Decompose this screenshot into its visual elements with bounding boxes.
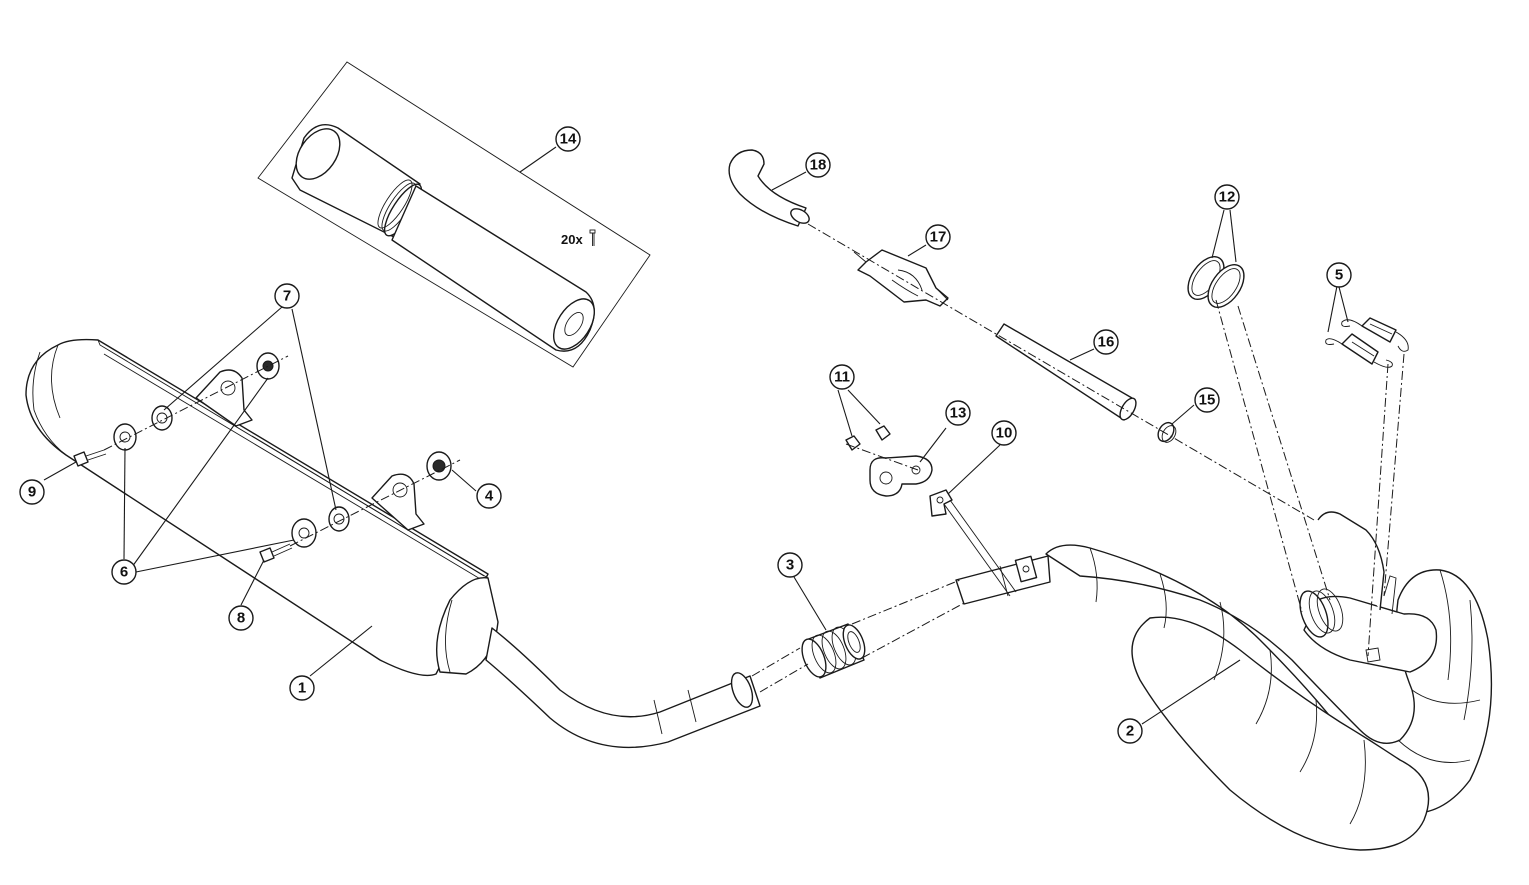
holder-and-nuts — [845, 425, 933, 497]
assembly-center-lines — [751, 223, 1405, 693]
rivet-quantity-note: 20x — [561, 232, 583, 247]
callout-6: 6 — [111, 559, 137, 585]
callout-12: 12 — [1214, 184, 1240, 210]
callout-label: 11 — [834, 369, 850, 386]
tube — [995, 323, 1137, 421]
callout-label: 17 — [930, 229, 947, 246]
bracket — [929, 489, 1017, 597]
rivet-icon — [589, 229, 596, 246]
callout-label: 14 — [560, 131, 577, 148]
check-valve — [853, 249, 949, 307]
springs — [1325, 317, 1409, 368]
silencer — [25, 338, 761, 749]
callout-label: 8 — [237, 610, 245, 627]
callout-label: 4 — [485, 488, 494, 505]
callout-15: 15 — [1194, 387, 1220, 413]
callout-label: 5 — [1335, 267, 1343, 284]
o-ring-sleeve — [801, 623, 866, 679]
o-rings — [1187, 256, 1245, 308]
callout-label: 1 — [298, 680, 306, 697]
callout-1: 1 — [289, 675, 315, 701]
callout-18: 18 — [805, 152, 831, 178]
callout-14: 14 — [555, 126, 581, 152]
callout-label: 13 — [950, 405, 967, 422]
callout-label: 7 — [283, 288, 291, 305]
mounting-hardware — [73, 352, 461, 563]
hose-clip — [1157, 421, 1177, 443]
callout-label: 12 — [1219, 189, 1236, 206]
silencer-packing-kit: 20x — [257, 61, 651, 368]
callout-label: 2 — [1126, 723, 1134, 740]
callout-10: 10 — [991, 420, 1017, 446]
callout-17: 17 — [925, 224, 951, 250]
callout-label: 18 — [810, 157, 827, 174]
callout-label: 3 — [786, 557, 794, 574]
callout-7: 7 — [274, 283, 300, 309]
callout-3: 3 — [777, 552, 803, 578]
callout-label: 16 — [1098, 334, 1115, 351]
callout-11: 11 — [829, 364, 855, 390]
hose — [728, 149, 810, 227]
callout-13: 13 — [945, 400, 971, 426]
callout-8: 8 — [228, 605, 254, 631]
callout-label: 10 — [996, 425, 1013, 442]
callout-2: 2 — [1117, 718, 1143, 744]
callout-label: 6 — [120, 564, 128, 581]
callout-9: 9 — [19, 479, 45, 505]
callout-4: 4 — [476, 483, 502, 509]
callout-5: 5 — [1326, 262, 1352, 288]
callout-16: 16 — [1093, 329, 1119, 355]
leader-lines — [43, 146, 1349, 725]
callout-label: 9 — [28, 484, 36, 501]
callout-label: 15 — [1199, 392, 1216, 409]
expansion-chamber — [955, 544, 1493, 851]
